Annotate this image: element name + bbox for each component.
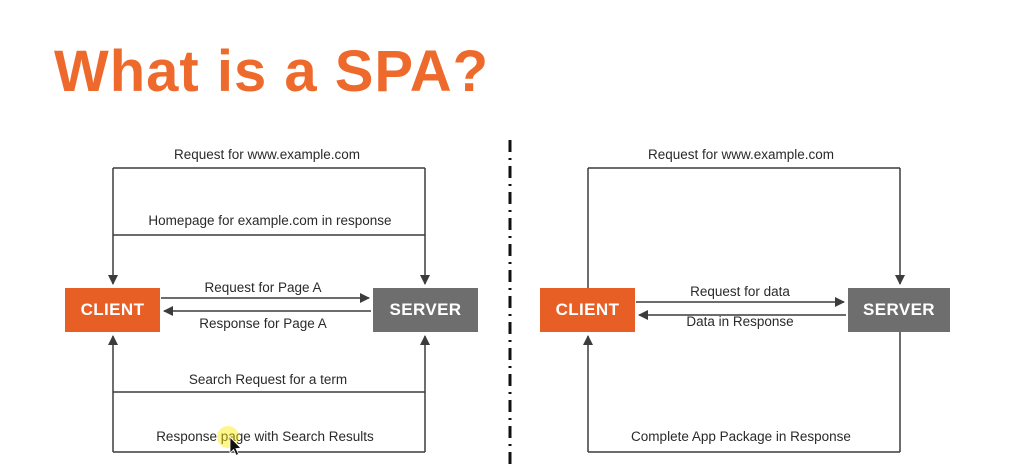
page-title: What is a SPA? <box>54 39 490 104</box>
client-label-left: CLIENT <box>80 300 145 319</box>
label-data-response: Data in Response <box>686 314 794 329</box>
label-search-response: Response page with Search Results <box>156 429 374 444</box>
label-request-homepage-right: Request for www.example.com <box>647 147 835 162</box>
label-bottom-response: Complete App Package in Response <box>631 429 851 444</box>
client-label-right: CLIENT <box>555 300 620 319</box>
label-data-request: Request for data <box>690 284 790 299</box>
client-node-left: CLIENT <box>65 288 160 332</box>
label-page-request: Request for Page A <box>204 280 322 295</box>
server-node-right: SERVER <box>848 288 950 332</box>
label-request-homepage: Request for www.example.com <box>173 147 361 162</box>
server-label-left: SERVER <box>389 300 462 319</box>
label-homepage-response: Homepage for example.com in response <box>148 213 392 228</box>
client-node-right: CLIENT <box>540 288 635 332</box>
server-node-left: SERVER <box>373 288 478 332</box>
label-search-request: Search Request for a term <box>188 372 348 387</box>
label-page-response: Response for Page A <box>199 316 327 331</box>
server-label-right: SERVER <box>862 300 935 319</box>
